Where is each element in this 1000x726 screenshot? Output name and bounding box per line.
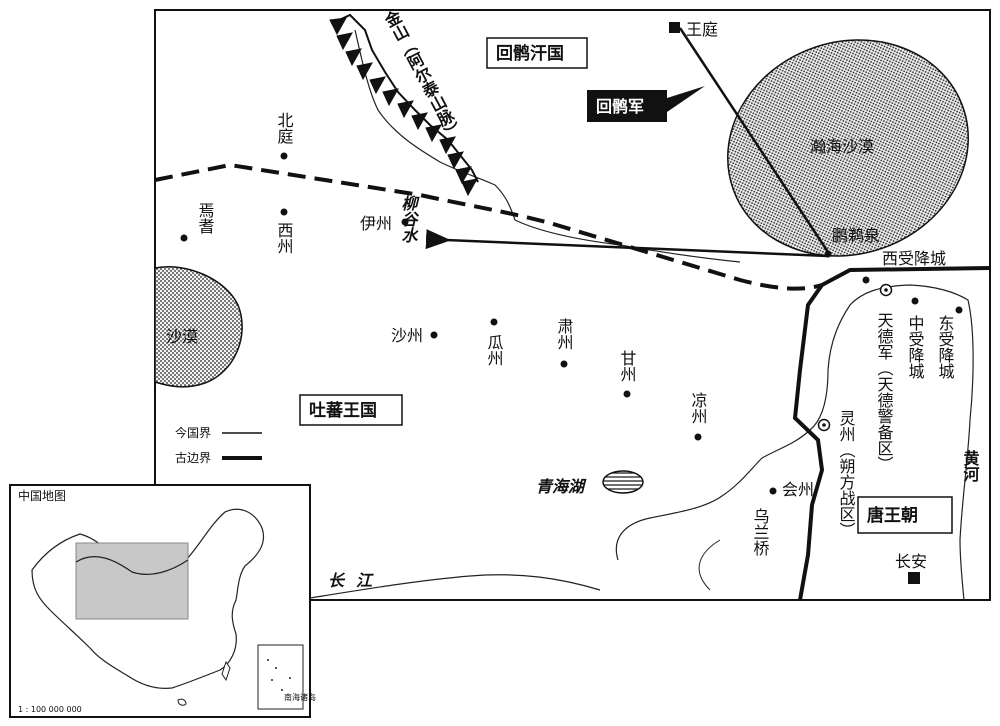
taiwan-shape [221,660,231,682]
yanqi-label: 焉耆 [196,202,215,234]
tang-box [857,496,953,534]
city-dots [180,152,963,495]
south-sea-islands [267,659,291,691]
army-callout-pointer [667,86,705,112]
qinghai-lake [602,470,644,494]
qinghai-label: 青海湖 [536,477,587,496]
guazhou-label: 瓜州 [485,334,504,366]
royal-court-marker [669,22,680,33]
altai-mountain-range [329,13,479,197]
huanghe-label: 黄河 [961,449,980,483]
changjiang-label: 长江 [328,571,384,590]
huihe-label: 回鹘汗国 [496,43,564,64]
hanhai-label: 瀚海沙漠 [810,137,874,156]
liugu-label: 柳谷水 [399,195,418,243]
shamo-label: 沙漠 [166,327,198,346]
xizhou-label: 西州 [275,222,294,254]
inset-border-line [75,555,189,575]
lingzhou-label: 灵州（朔方战区） [837,410,856,538]
wulanqiao-label: 乌兰桥 [751,508,770,556]
inset-scale: 1 : 100 000 000 [18,705,82,714]
huihe-box [486,37,588,69]
beiting-label: 北庭 [275,112,294,144]
xishou-label: 西受降城 [882,249,946,268]
ancient-border-dashed [154,162,823,291]
army-label-box [587,90,667,122]
tipiquan-label: 鹏鹈泉 [832,226,880,245]
hainan-shape [177,698,187,706]
hanhai-desert [727,39,969,257]
shazhou-label: 沙州 [391,326,423,345]
zhongshou-label: 中受降城 [906,315,925,380]
royal-court-label: 王庭 [686,20,718,39]
changan-label: 长安 [895,552,927,571]
garrison-marks [817,283,893,432]
liangzhou-label: 凉州 [689,392,708,424]
tang-label: 唐王朝 [867,505,918,526]
ganzhou-label: 甘州 [618,350,637,382]
changjiang-river [309,574,601,599]
south-sea-inset [257,644,304,710]
tubo-box [299,394,403,426]
suzhou-label: 肃州 [555,318,574,350]
yizhou-label: 伊州 [360,214,392,233]
army-route-south [678,27,830,253]
tubo-label: 吐蕃王国 [309,401,377,421]
army-route-west [425,229,829,258]
tiande-label: 天德军（天德警备区） [875,312,894,472]
minor-river [698,539,721,591]
army-label: 回鹘军 [596,97,644,116]
legend-ancient-label: 古边界 [175,450,211,465]
tang-border [792,266,991,601]
inset-title: 中国地图 [18,488,66,503]
west-desert [154,266,243,388]
dongshou-label: 东受降城 [936,315,955,380]
changan-marker [908,572,920,584]
huizhou-label: 会州 [782,480,814,499]
yellow-river [615,284,974,601]
legend-modern-label: 今国界 [175,425,211,440]
south-sea-label: 南海诸岛 [284,692,316,702]
inset-highlight [75,542,189,620]
